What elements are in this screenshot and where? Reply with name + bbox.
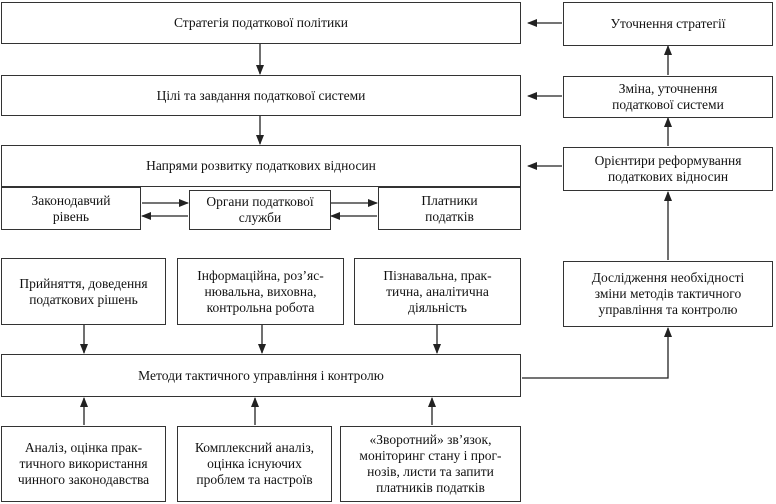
box-strategy: Стратегія податкової політики <box>1 2 521 44</box>
box-taxpayers: Платники податків <box>378 187 521 230</box>
box-cognitive: Пізнавальна, прак- тична, аналітична дія… <box>354 258 521 325</box>
box-info-work: Інформаційна, роз’яс- нювальна, виховна,… <box>177 258 344 325</box>
box-decisions: Прийняття, доведення податкових рішень <box>1 258 166 325</box>
box-research-need: Дослідження необхідності зміни методів т… <box>563 261 773 327</box>
box-complex-analysis: Комплексний аналіз, оцінка існуючих проб… <box>177 426 332 502</box>
box-feedback: «Зворотний» зв’язок, моніторинг стану і … <box>340 426 521 502</box>
box-system-change: Зміна, уточнення податкової системи <box>563 76 773 118</box>
box-legislative: Законодавчий рівень <box>1 187 141 230</box>
box-directions: Напрями розвитку податкових відносин <box>1 145 521 187</box>
box-goals: Цілі та завдання податкової системи <box>1 75 521 116</box>
box-strategy-refine: Уточнення стратегії <box>563 2 773 46</box>
box-tax-bodies: Органи податкової служби <box>189 190 331 230</box>
box-reform-guides: Орієнтири реформування податкових віднос… <box>563 147 773 191</box>
arrow-methods-to-research <box>522 327 672 379</box>
box-analysis-practice: Аналіз, оцінка прак- тичного використанн… <box>1 426 166 502</box>
box-methods: Методи тактичного управління і контролю <box>1 354 521 397</box>
